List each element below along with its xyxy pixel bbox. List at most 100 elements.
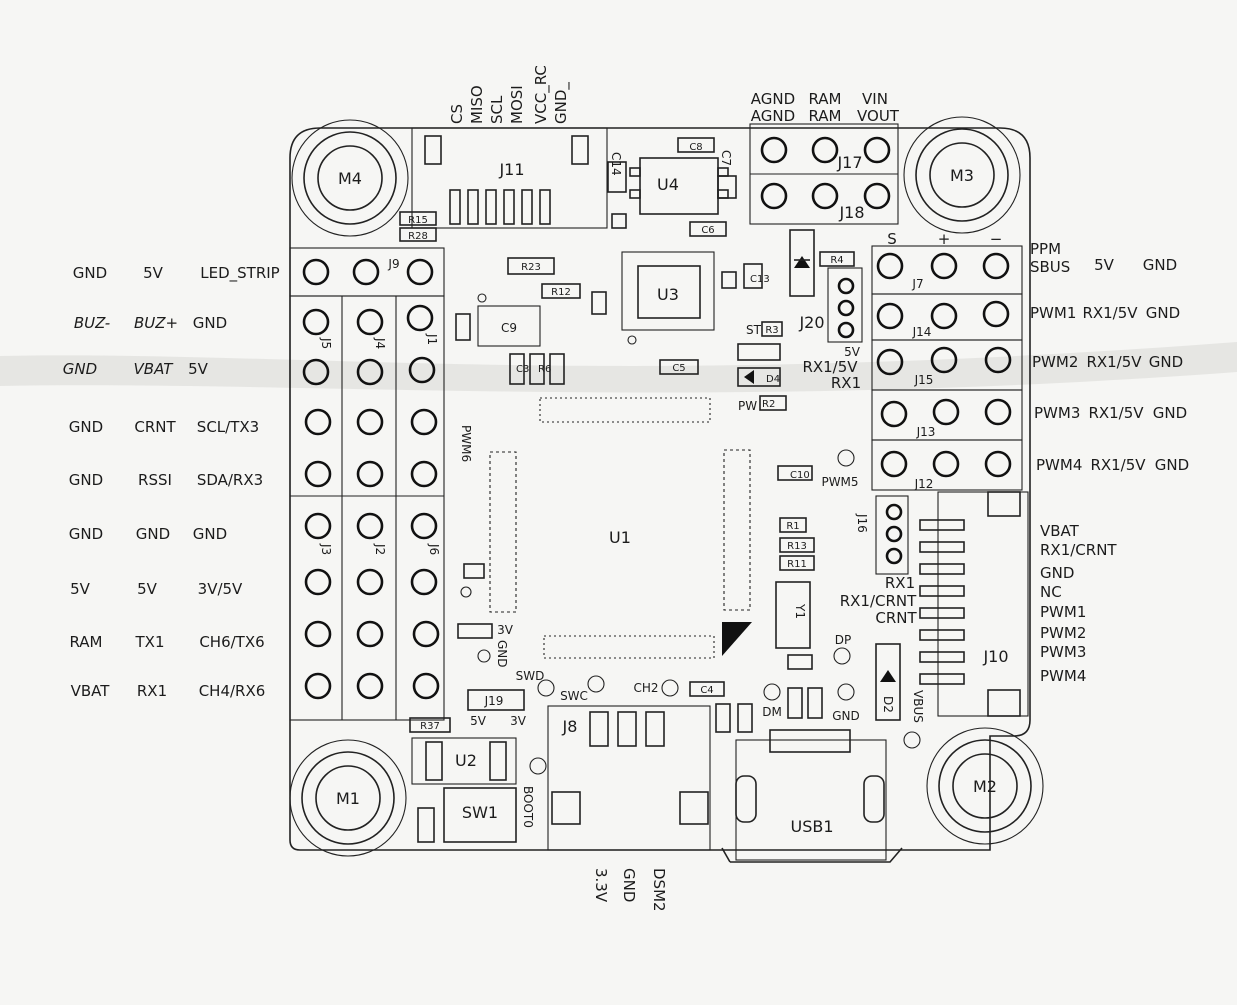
r28-label: R28 <box>408 231 428 242</box>
top-label-miso: MISO <box>468 85 486 124</box>
tr-ram-1: RAM <box>808 90 841 108</box>
r-pwm1-rx: RX1/5V <box>1082 304 1138 322</box>
u2-label: U2 <box>455 751 477 770</box>
sw1-label: SW1 <box>462 803 498 822</box>
l-r0-c0: GND <box>73 264 107 282</box>
j10-l3: NC <box>1040 583 1062 601</box>
top-label-scl: SCL <box>488 95 506 124</box>
r1-label: R1 <box>786 521 799 532</box>
bottom-labels: 3.3V GND DSM2 <box>592 868 668 912</box>
r6-label: R6 <box>538 364 551 375</box>
r15-label: R15 <box>408 215 428 226</box>
u1-left-pins <box>489 451 517 613</box>
j13-label: J13 <box>916 425 936 439</box>
usb-side-parts: DM GND <box>715 683 860 733</box>
l-r2-c0: GND <box>63 360 97 378</box>
label-minus: − <box>990 230 1003 248</box>
j10-labels: VBAT RX1/CRNT GND NC PWM1 PWM2 PWM3 PWM4 <box>1040 522 1117 685</box>
j9-label: J9 <box>387 257 399 271</box>
r4-label: R4 <box>830 255 843 266</box>
ch2-label: CH2 <box>633 681 658 695</box>
r15-r28: R15 R28 <box>399 211 437 242</box>
right-labels: PPM SBUS 5V GND PWM1 RX1/5V GND PWM2 RX1… <box>1030 240 1189 474</box>
u1-bottom-pins <box>543 635 715 659</box>
l-r4-c1: RSSI <box>138 471 172 489</box>
c13-label: C13 <box>750 274 770 285</box>
v3b-label: 3V <box>510 714 527 728</box>
l-r1-c2: GND <box>193 314 227 332</box>
j17-j18-block: J17 J18 <box>749 123 899 225</box>
j16-crnt: CRNT <box>875 609 917 627</box>
motor-m4-mount: M4 <box>291 119 409 237</box>
u3-label: U3 <box>657 285 679 304</box>
motor-m2-mount: M2 <box>926 727 1044 845</box>
j11-header: J11 <box>411 127 608 229</box>
r-pwm4-rx: RX1/5V <box>1090 456 1146 474</box>
l-r5-c1: GND <box>136 525 170 543</box>
r3-label: R3 <box>765 325 778 336</box>
motor-m3-label: M3 <box>950 166 974 185</box>
j11-label: J11 <box>498 160 524 179</box>
j10-l2: GND <box>1040 564 1074 582</box>
tr-vout: VOUT <box>857 107 900 125</box>
vbus-label: VBUS <box>911 690 925 723</box>
l-r3-c1: CRNT <box>134 418 176 436</box>
j19-label: J19 <box>484 694 504 708</box>
pw-label: PW <box>738 399 757 413</box>
left-labels: GND 5V LED_STRIP BUZ- BUZ+ GND GND VBAT … <box>63 264 280 700</box>
pwm6-label: PWM6 <box>459 425 473 462</box>
u1-right-pins <box>723 449 751 611</box>
j7-label: J7 <box>911 277 923 291</box>
r2-label: R2 <box>762 399 775 410</box>
l-r7-c0: RAM <box>69 633 102 651</box>
paper-fold <box>0 342 1237 393</box>
j16-rx1: RX1 <box>885 574 915 592</box>
gnd-a-label: GND <box>495 640 509 668</box>
bottom-gnd: GND <box>620 868 638 902</box>
l-r4-c2: SDA/RX3 <box>197 471 263 489</box>
l-r0-c1: 5V <box>143 264 164 282</box>
tr-vin: VIN <box>862 90 888 108</box>
c14-label: C14 <box>609 152 623 176</box>
l-r2-c2: 5V <box>188 360 209 378</box>
motor-m1-mount: M1 <box>289 739 407 857</box>
rx15v-label: RX1/5V <box>802 358 858 376</box>
bottom-3v3: 3.3V <box>592 868 610 903</box>
r12-label: R12 <box>551 287 571 298</box>
dm-label: DM <box>762 705 782 719</box>
pwm5-label: PWM5 <box>821 475 858 489</box>
dp-label: DP <box>835 633 851 647</box>
c6-label: C6 <box>701 225 714 236</box>
l-r8-c1: RX1 <box>137 682 167 700</box>
top-right-labels: AGND RAM VIN AGND RAM VOUT <box>751 90 900 125</box>
usb1-port: USB1 <box>721 729 903 863</box>
st-label: ST <box>746 323 762 337</box>
c7-label: C7 <box>719 150 733 166</box>
mid-right-cluster: PWM5 R1 R13 R11 Y1 DP <box>775 449 859 670</box>
j17-label: J17 <box>836 153 862 172</box>
bottom-dsm2: DSM2 <box>650 868 668 912</box>
u2-sw1-area: R37 U2 SW1 BOOT0 <box>409 717 547 843</box>
r-pwm3: PWM3 <box>1034 404 1080 422</box>
c3-label: C3 <box>516 364 529 375</box>
boot0-label: BOOT0 <box>521 786 535 828</box>
j5-label: J5 <box>319 337 333 349</box>
r-pwm2-rx: RX1/5V <box>1086 353 1142 371</box>
r37-label: R37 <box>420 721 440 732</box>
r23-label: R23 <box>521 262 541 273</box>
r-pwm3-gnd: GND <box>1153 404 1187 422</box>
u3-chip: U3 R23 R12 <box>477 251 763 345</box>
tr-ram-2: RAM <box>808 107 841 125</box>
servo-polarity-labels: S + − <box>887 230 1002 248</box>
r-pwm4-gnd: GND <box>1155 456 1189 474</box>
tr-agnd-1: AGND <box>751 90 795 108</box>
j9-header: J9 <box>289 247 445 297</box>
motor-m2-label: M2 <box>973 777 997 796</box>
j20-label: J20 <box>798 313 824 332</box>
usb1-label: USB1 <box>790 817 833 836</box>
j10-l6: PWM3 <box>1040 643 1086 661</box>
j3-label: J3 <box>319 543 333 555</box>
j12-label: J12 <box>914 477 934 491</box>
